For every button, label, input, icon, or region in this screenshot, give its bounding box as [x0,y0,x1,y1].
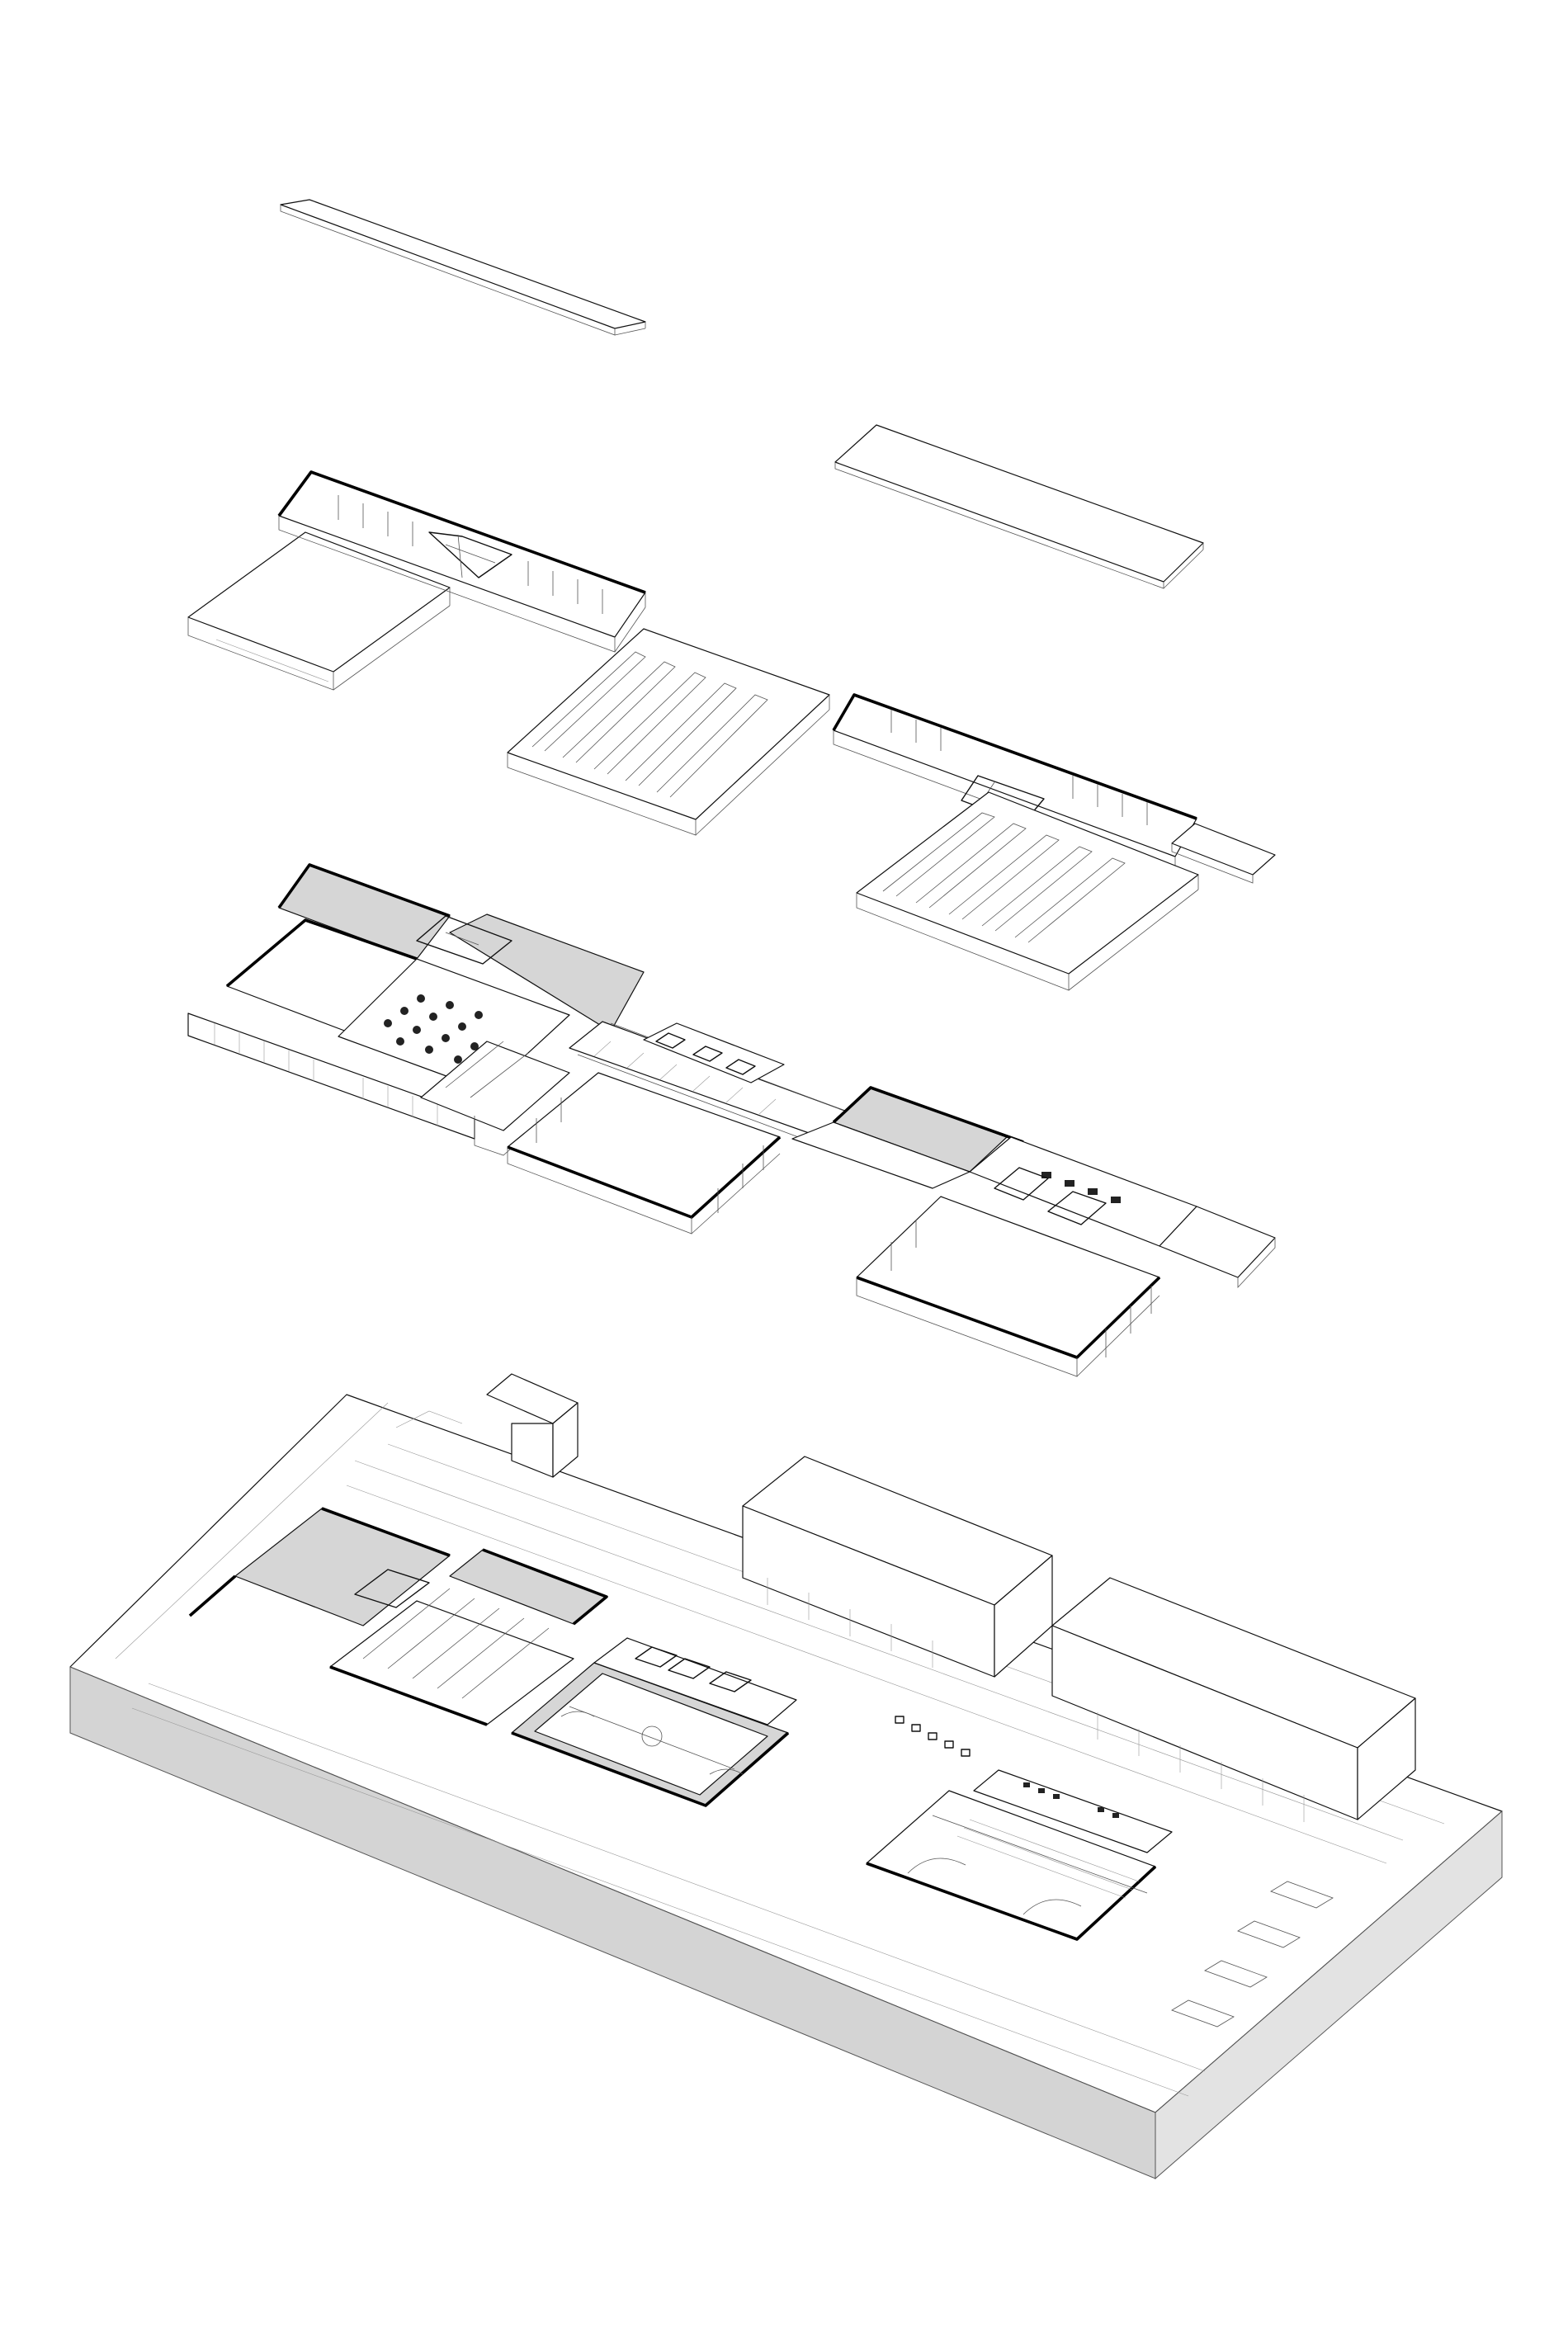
ground-block-right [791,1086,1276,1377]
site-plaza [895,1716,971,1757]
lobby-tables [384,994,483,1064]
site-layer [69,1373,1503,2180]
upper-slab-middle [507,628,830,836]
neighbour-building-1 [742,1456,1053,1678]
roof-slab-left [280,199,646,336]
site-plinth [69,1394,1503,2180]
upper-floor-layer [187,470,1276,991]
ground-floor-layer [187,863,1276,1377]
site-parking [1171,1881,1334,2028]
site-complex-right [866,1769,1173,1941]
roof-slab-right [834,424,1204,589]
ground-block-middle [507,1022,785,1235]
neighbour-building-2 [1051,1577,1416,1820]
site-complex-middle [511,1637,797,1807]
upper-block-left [187,470,646,691]
upper-block-right [832,693,1276,991]
site-house [486,1373,579,1478]
ground-block-left [187,863,645,1156]
roof-layer [280,199,1204,589]
site-complex-left [188,1507,608,1726]
